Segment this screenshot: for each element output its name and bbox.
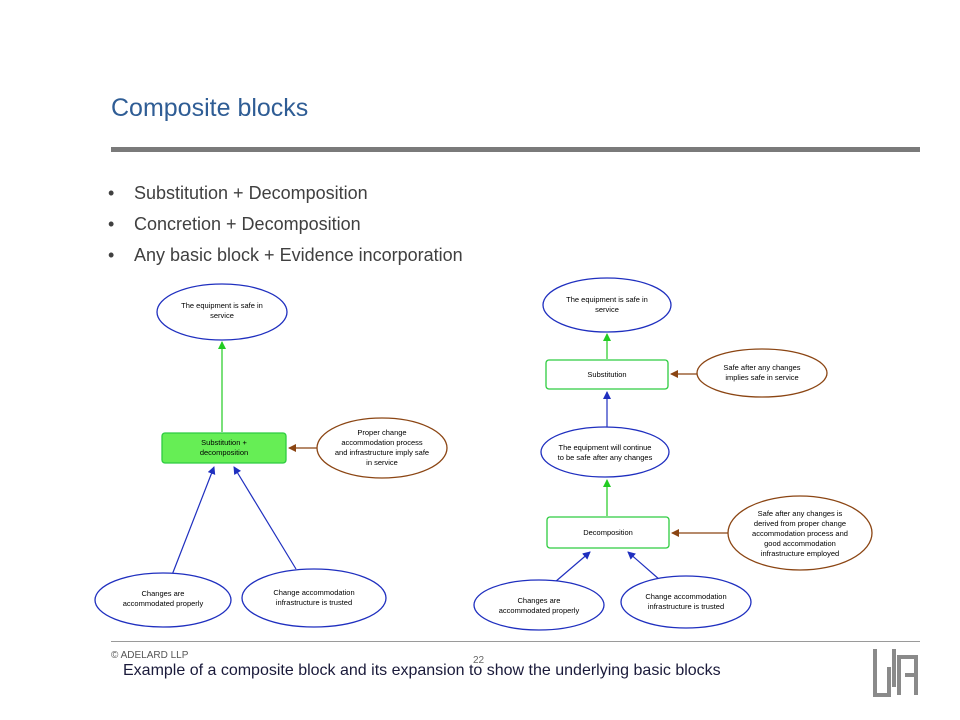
right-middle-claim-node: The equipment will continue to be safe a… (540, 426, 670, 478)
left-diagram: The equipment is safe in service Substit… (94, 283, 448, 628)
bullet-dot: • (108, 183, 115, 203)
node-label: The equipment is safe in (181, 301, 263, 310)
node-label: The equipment will continue (559, 443, 652, 452)
node-label: accommodation process (341, 438, 423, 447)
right-substitution-node: Substitution (545, 359, 669, 390)
right-top-claim-node: The equipment is safe in service (542, 277, 672, 333)
node-label: Safe after any changes (723, 363, 800, 372)
node-label: implies safe in service (725, 373, 798, 382)
bullet-item: • Substitution + Decomposition (108, 181, 463, 212)
node-label: Substitution (587, 370, 626, 379)
node-label: infrastructure is trusted (276, 598, 352, 607)
arrow-blue (233, 466, 297, 570)
right-evidence-2-node: Change accommodation infrastructure is t… (620, 575, 752, 629)
left-justification-node: Proper change accommodation process and … (316, 417, 448, 479)
node-label: decomposition (200, 448, 248, 457)
right-diagram: The equipment is safe in service Substit… (473, 277, 873, 631)
slide-title: Composite blocks (111, 94, 309, 122)
node-label: infrastructure employed (761, 549, 839, 558)
node-label: Substitution + (201, 438, 247, 447)
arrow-blue (171, 466, 216, 576)
node-label: to be safe after any changes (558, 453, 653, 462)
node-label: infrastructure is trusted (648, 602, 724, 611)
footer-divider (111, 641, 920, 642)
node-label: good accommodation (764, 539, 836, 548)
node-label: accommodation process and (752, 529, 848, 538)
adelard-logo-icon (873, 649, 918, 697)
node-label: service (595, 305, 619, 314)
figure-caption: Example of a composite block and its exp… (123, 662, 721, 679)
left-evidence-1-node: Changes are accommodated properly (94, 572, 232, 628)
right-decomposition-justification-node: Safe after any changes is derived from p… (727, 495, 873, 571)
node-label: Change accommodation (645, 592, 726, 601)
node-label: Safe after any changes is (758, 509, 843, 518)
node-label: Changes are (142, 589, 185, 598)
bullet-text: Concretion + Decomposition (134, 214, 361, 234)
node-label: in service (366, 458, 398, 467)
right-evidence-1-node: Changes are accommodated properly (473, 579, 605, 631)
bullet-item: • Concretion + Decomposition (108, 212, 463, 243)
title-divider (111, 147, 920, 152)
bullet-text: Any basic block + Evidence incorporation (134, 245, 463, 265)
arrow-blue (627, 551, 661, 581)
page-number: 22 (473, 655, 485, 666)
right-decomposition-node: Decomposition (546, 516, 670, 549)
left-top-claim-node: The equipment is safe in service (156, 283, 288, 341)
node-label: The equipment is safe in (566, 295, 648, 304)
arrow-blue (554, 551, 591, 583)
right-substitution-justification-node: Safe after any changes implies safe in s… (696, 348, 828, 398)
node-label: Change accommodation (273, 588, 354, 597)
bullet-dot: • (108, 245, 115, 265)
bullet-dot: • (108, 214, 115, 234)
node-label: derived from proper change (754, 519, 846, 528)
node-label: Changes are (518, 596, 561, 605)
bullet-item: • Any basic block + Evidence incorporatio… (108, 243, 463, 274)
bullet-list: • Substitution + Decomposition • Concretio… (108, 181, 463, 274)
bullet-text: Substitution + Decomposition (134, 183, 368, 203)
node-label: and infrastructure imply safe (335, 448, 429, 457)
node-label: accommodated properly (123, 599, 204, 608)
node-label: Decomposition (583, 528, 633, 537)
copyright-notice: © ADELARD LLP (111, 650, 189, 661)
node-label: service (210, 311, 234, 320)
node-label: Proper change (357, 428, 406, 437)
left-strategy-node: Substitution + decomposition (161, 432, 287, 464)
node-label: accommodated properly (499, 606, 580, 615)
left-evidence-2-node: Change accommodation infrastructure is t… (241, 568, 387, 628)
